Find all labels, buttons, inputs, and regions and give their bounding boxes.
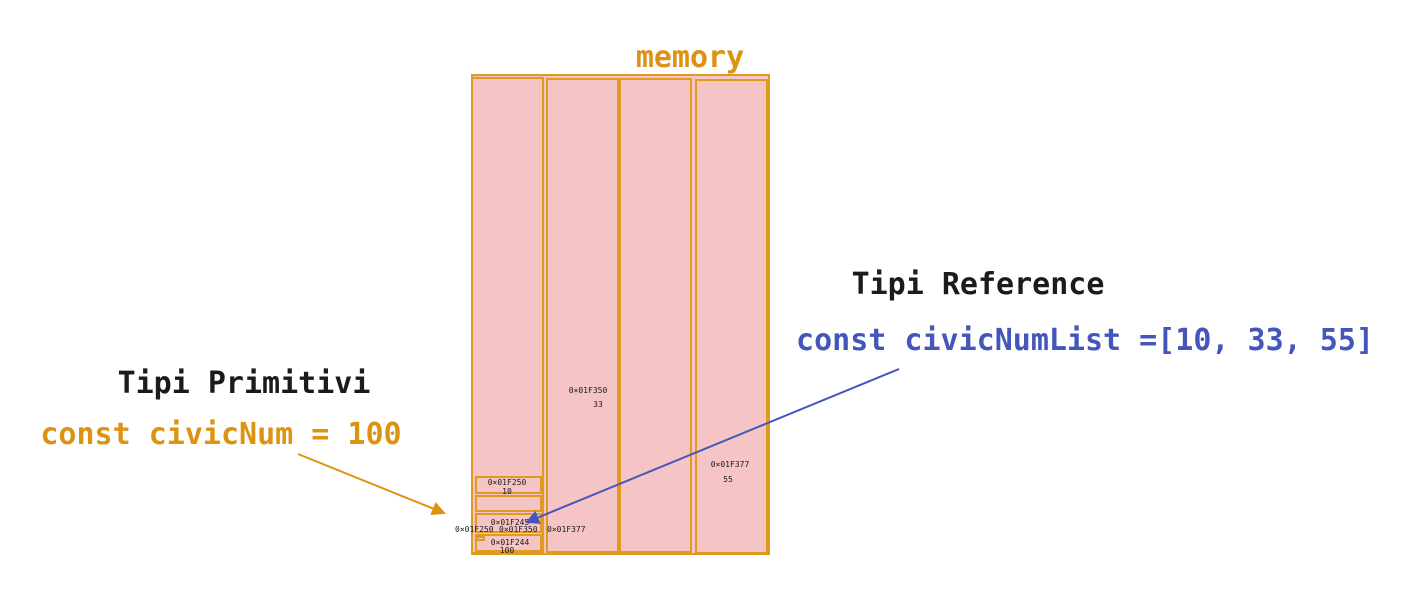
cell-350-address: 0×01F350	[569, 386, 608, 395]
cell-244-value: 100	[500, 546, 515, 555]
reference-arrow	[525, 368, 900, 524]
memory-cell-244	[475, 534, 542, 552]
cell-377-value: 55	[723, 475, 733, 484]
memory-column-4	[695, 79, 768, 554]
ref-address-2: 0×01F350	[499, 525, 538, 534]
cell-377-address: 0×01F377	[711, 460, 750, 469]
memory-column-1	[471, 77, 544, 554]
ref-address-3: 0×01F377	[547, 525, 586, 534]
memory-cell-245	[475, 513, 542, 533]
reference-code: const civicNumList =[10, 33, 55]	[796, 323, 1374, 358]
primitive-heading: Tipi Primitivi	[118, 366, 371, 401]
cell-244-address: 0×01F244	[491, 538, 530, 547]
cell-250-address: 0×01F250	[488, 478, 527, 487]
memory-cell-empty	[475, 495, 542, 512]
memory-title: memory	[636, 40, 744, 75]
ref-address-1: 0×01F250	[455, 525, 494, 534]
cell-350-value: 33	[593, 400, 603, 409]
memory-column-2	[546, 78, 619, 553]
memory-column-3	[619, 78, 692, 553]
cell-250-value: 10	[502, 487, 512, 496]
reference-heading: Tipi Reference	[852, 267, 1105, 302]
cell-245-address: 0×01F245	[491, 518, 530, 527]
primitive-arrow	[297, 453, 446, 515]
memory-cell-250	[475, 476, 542, 494]
memory-cell-marker	[476, 536, 485, 541]
primitive-code: const civicNum = 100	[40, 417, 401, 452]
